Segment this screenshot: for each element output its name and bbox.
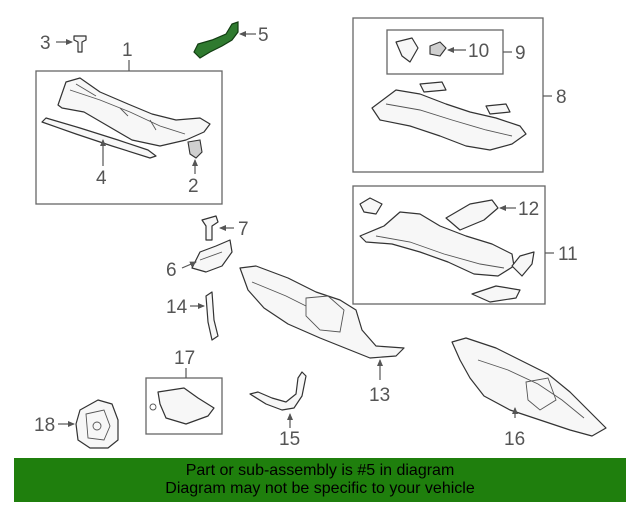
insulator-part xyxy=(451,337,607,437)
panel-part-17 xyxy=(157,387,215,425)
insulator-16-group: 16 xyxy=(451,337,607,450)
dash-panel-13-group: 13 xyxy=(239,265,405,406)
clip-part-10 xyxy=(429,41,447,57)
callout-5: 5 xyxy=(258,25,269,46)
callout-6: 6 xyxy=(166,260,177,281)
callout-2: 2 xyxy=(188,176,199,197)
seal-strip-part xyxy=(41,117,157,159)
banner-line-2: Diagram may not be specific to your vehi… xyxy=(165,480,475,497)
cover-18-group: 18 xyxy=(34,399,119,449)
strip-part-14 xyxy=(205,291,219,341)
highlighted-bracket-part-5 xyxy=(193,21,239,59)
parts-diagram: 1 4 2 3 5 8 9 10 xyxy=(34,17,607,450)
callout-10: 10 xyxy=(468,41,489,62)
callout-15: 15 xyxy=(279,429,300,450)
dash-panel-part xyxy=(239,265,405,359)
callout-8: 8 xyxy=(556,87,567,108)
callout-17: 17 xyxy=(174,348,195,369)
callout-11: 11 xyxy=(558,244,578,265)
upper-plenum-group: 8 9 10 xyxy=(352,17,567,173)
clip-part-9 xyxy=(395,37,419,63)
panel-part-12 xyxy=(445,199,499,231)
upper-plenum-part xyxy=(371,89,527,151)
callout-1: 1 xyxy=(122,40,133,61)
callout-3: 3 xyxy=(40,33,51,54)
part-notice-banner: Part or sub-assembly is #5 in diagram Di… xyxy=(14,458,626,502)
lower-plenum-group: 11 12 xyxy=(352,185,578,305)
rod-part-15 xyxy=(249,371,307,411)
callout-16: 16 xyxy=(504,429,525,450)
callout-12: 12 xyxy=(518,199,539,220)
cowl-panel-group: 1 4 2 xyxy=(35,40,223,205)
banner-line-1: Part or sub-assembly is #5 in diagram xyxy=(185,462,455,479)
group-box-8 xyxy=(352,17,544,173)
cover-part-18 xyxy=(75,399,119,449)
rod-15-group: 15 xyxy=(249,371,307,450)
grommet-part xyxy=(187,139,203,159)
callout-14: 14 xyxy=(166,297,188,318)
callout-9: 9 xyxy=(515,43,526,64)
bolt-part xyxy=(73,35,87,53)
callout-4: 4 xyxy=(96,168,107,189)
clip-7-group: 7 xyxy=(201,215,249,241)
bolt-3-group: 3 xyxy=(40,33,87,54)
group-box-17 xyxy=(145,377,223,435)
group-17: 17 xyxy=(145,348,223,435)
push-clip-part xyxy=(201,215,219,241)
callout-13: 13 xyxy=(369,385,390,406)
lower-plenum-part xyxy=(359,211,515,277)
bracket-6-group: 6 xyxy=(166,239,233,281)
cowl-panel-part xyxy=(57,77,211,147)
strip-14-group: 14 xyxy=(166,291,219,341)
callout-18: 18 xyxy=(34,415,55,436)
group-box-11 xyxy=(352,185,546,305)
callout-7: 7 xyxy=(238,219,249,240)
bracket-5-group: 5 xyxy=(193,21,269,59)
